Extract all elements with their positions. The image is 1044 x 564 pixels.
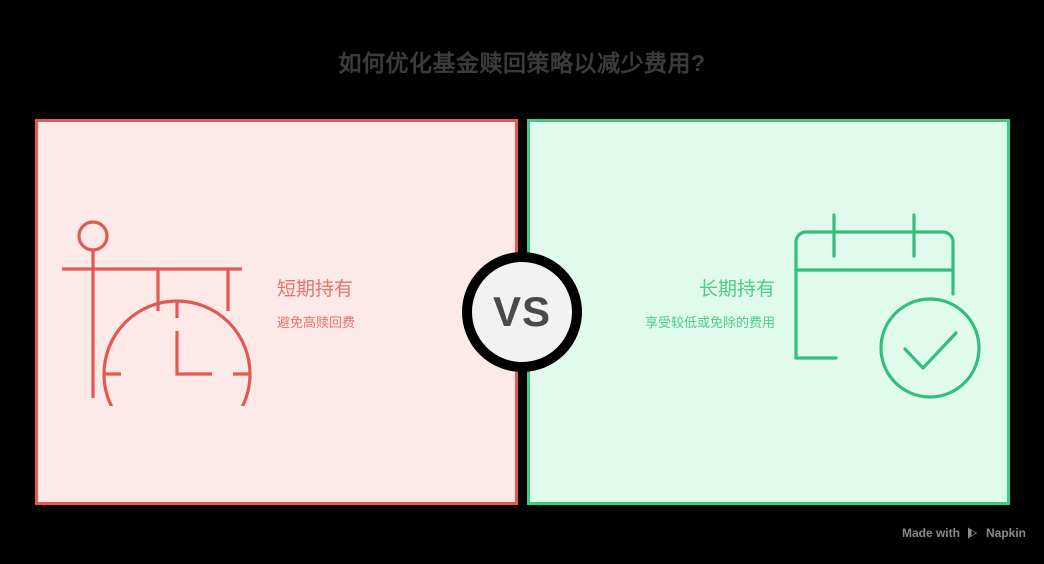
panel-long-term: 长期持有 享受较低或免除的费用 <box>527 119 1010 505</box>
napkin-watermark: Made with Napkin <box>902 526 1026 540</box>
clock-on-stand-icon <box>62 206 252 449</box>
versus-label: VS <box>492 288 552 335</box>
left-panel-heading: 短期持有 <box>277 279 354 300</box>
calendar-check-icon <box>778 198 993 413</box>
left-panel-subtext: 避免高赎回费 <box>277 315 356 330</box>
page-title: 如何优化基金赎回策略以减少费用? <box>338 50 706 76</box>
versus-badge: VS <box>462 252 582 372</box>
napkin-logo-icon <box>967 527 977 539</box>
watermark-brand: Napkin <box>985 526 1026 540</box>
panel-short-term: 短期持有 避免高赎回费 <box>35 119 518 505</box>
watermark-prefix: Made with <box>901 526 960 540</box>
right-panel-heading: 长期持有 <box>698 279 775 300</box>
right-panel-subtext: 享受较低或免除的费用 <box>644 315 775 330</box>
left-text-block: 短期持有 避免高赎回费 <box>277 277 477 332</box>
right-text-block: 长期持有 享受较低或免除的费用 <box>570 277 775 332</box>
